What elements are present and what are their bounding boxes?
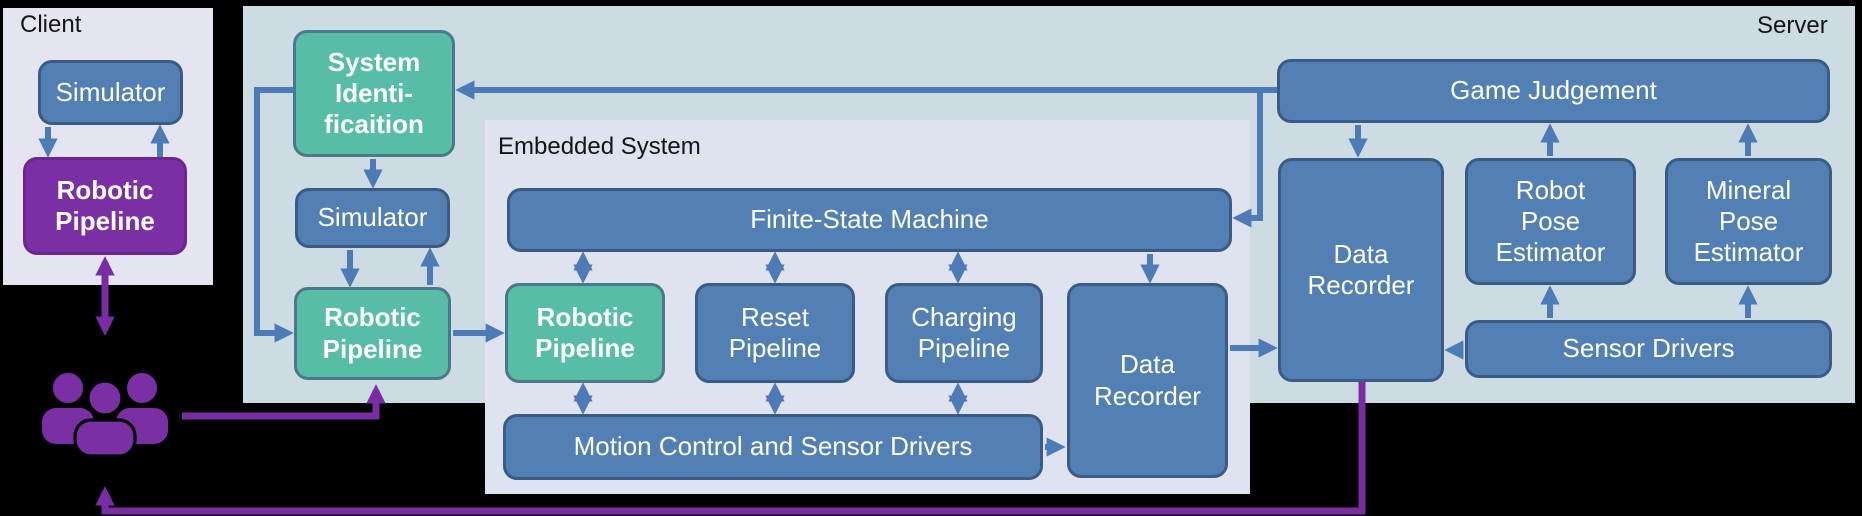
box-sensor-drivers: Sensor Drivers <box>1465 320 1832 378</box>
box-client-simulator: Simulator <box>38 60 183 125</box>
client-panel-label: Client <box>20 11 82 38</box>
box-robot-pose-estimator: Robot Pose Estimator <box>1465 158 1636 285</box>
embedded-system-panel-label: Embedded System <box>498 133 701 160</box>
box-embedded-robotic-pipeline: Robotic Pipeline <box>505 283 665 383</box>
box-charging-pipeline: Charging Pipeline <box>885 283 1043 383</box>
server-panel-label: Server <box>1757 12 1828 39</box>
box-server-robotic-pipeline: Robotic Pipeline <box>294 287 451 380</box>
arrow-recorder-to-users <box>95 382 1366 515</box>
box-reset-pipeline: Reset Pipeline <box>695 283 855 383</box>
box-finite-state-machine: Finite-State Machine <box>507 188 1232 252</box>
box-server-data-recorder: Data Recorder <box>1278 158 1444 382</box>
arrow-sysid-loop-to-server-pipeline <box>254 87 294 343</box>
box-embedded-data-recorder: Data Recorder <box>1067 283 1228 478</box>
users-group-icon <box>42 373 168 458</box>
arrow-users-to-server-pipeline <box>182 384 386 420</box>
arrow-game-judgement-to-fsm <box>1232 90 1263 228</box>
box-game-judgement: Game Judgement <box>1277 59 1830 123</box>
box-motion-control-sensor-drivers: Motion Control and Sensor Drivers <box>503 414 1043 480</box>
box-mineral-pose-estimator: Mineral Pose Estimator <box>1665 158 1832 285</box>
box-server-simulator: Simulator <box>295 188 450 248</box>
box-client-robotic-pipeline: Robotic Pipeline <box>23 157 187 255</box>
box-system-identification: System Identi- ficaition <box>293 30 455 157</box>
